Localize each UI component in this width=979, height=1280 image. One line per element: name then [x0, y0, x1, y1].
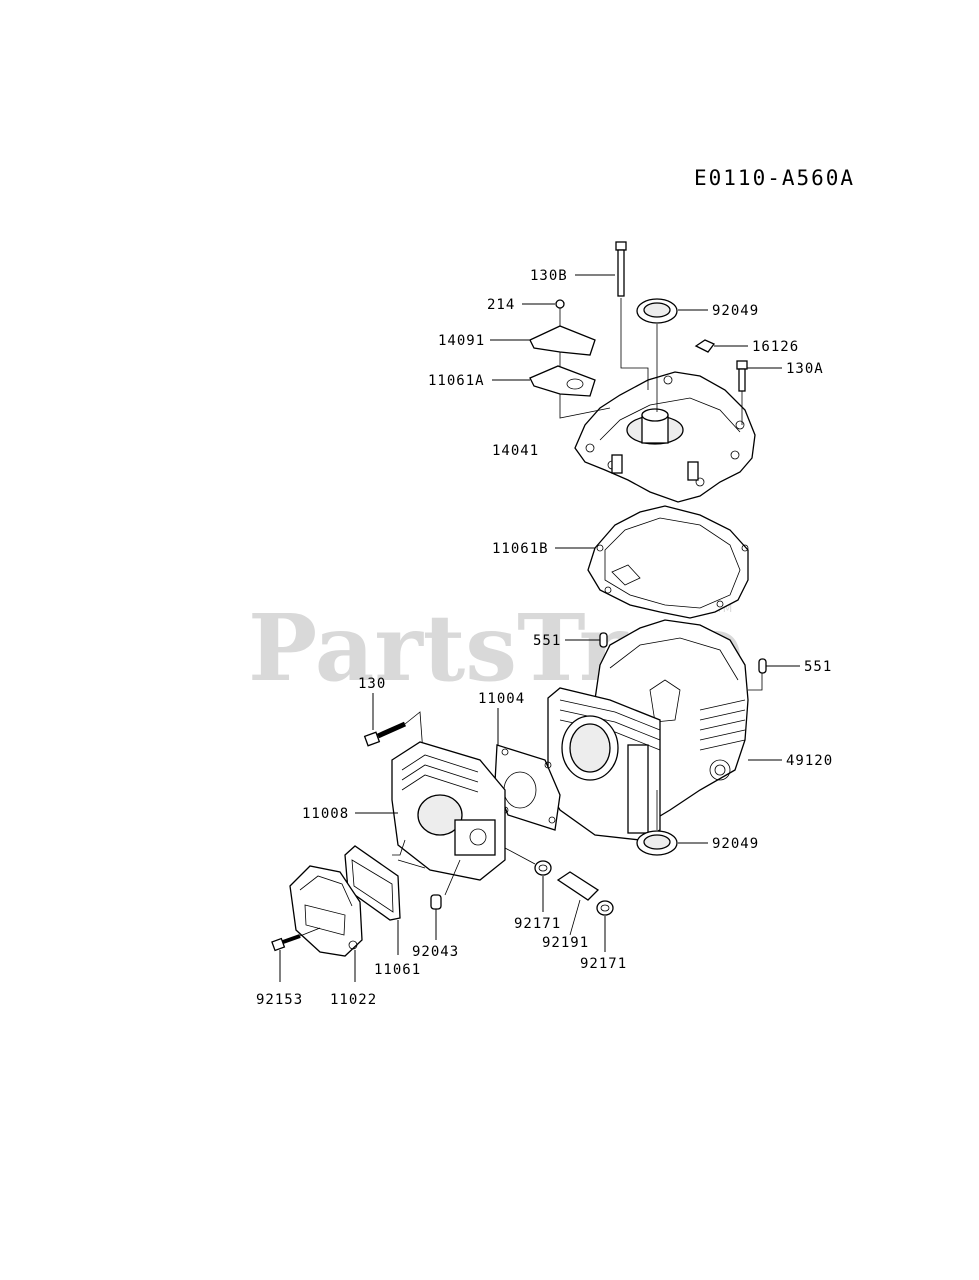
label-130: 130 [358, 676, 386, 692]
label-92191: 92191 [542, 935, 589, 951]
part-92191-hose [556, 871, 600, 901]
label-92043: 92043 [412, 944, 459, 960]
label-551-right: 551 [804, 659, 832, 675]
label-11061: 11061 [374, 962, 421, 978]
label-92153: 92153 [256, 992, 303, 1008]
part-16126-plate [694, 339, 716, 353]
label-49120: 49120 [786, 753, 833, 769]
part-14091-cover-plate [529, 325, 596, 356]
cylinder-fins [547, 687, 746, 841]
label-92049-top: 92049 [712, 303, 759, 319]
part-11061A-gasket [529, 365, 596, 397]
part-92043-pin [430, 894, 442, 910]
label-16126: 16126 [752, 339, 799, 355]
part-92049-oil-seal-bottom [636, 830, 678, 856]
part-130A-bolt [736, 360, 748, 392]
part-14041-crankcase-cover [574, 371, 756, 503]
diagram-code: E0110-A560A [694, 166, 855, 190]
label-92049-bottom: 92049 [712, 836, 759, 852]
label-92171-right: 92171 [580, 956, 627, 972]
label-14041: 14041 [492, 443, 539, 459]
part-92171-clamp-left [534, 860, 552, 876]
part-92153-bolt [271, 934, 301, 952]
part-49120-crankcase [547, 619, 749, 841]
part-551-dowel-pin-right [758, 658, 767, 674]
label-11008: 11008 [302, 806, 349, 822]
part-11008-cylinder-head [391, 741, 506, 881]
label-551-left: 551 [533, 633, 561, 649]
label-11004: 11004 [478, 691, 525, 707]
label-11061B: 11061B [492, 541, 549, 557]
label-130A: 130A [786, 361, 824, 377]
part-11022-valve-cover [289, 865, 363, 957]
part-92171-clamp-right [596, 900, 614, 916]
part-11061B-gasket [587, 505, 749, 619]
part-130B-bolt [615, 241, 627, 297]
label-92171-left: 92171 [514, 916, 561, 932]
label-11022: 11022 [330, 992, 377, 1008]
part-130-bolt [363, 721, 407, 747]
part-92049-oil-seal-top [636, 298, 678, 324]
part-214-screw [555, 299, 565, 309]
part-551-dowel-pin-left [599, 632, 608, 648]
label-14091: 14091 [438, 333, 485, 349]
label-11061A: 11061A [428, 373, 485, 389]
label-214: 214 [487, 297, 515, 313]
label-130B: 130B [530, 268, 568, 284]
